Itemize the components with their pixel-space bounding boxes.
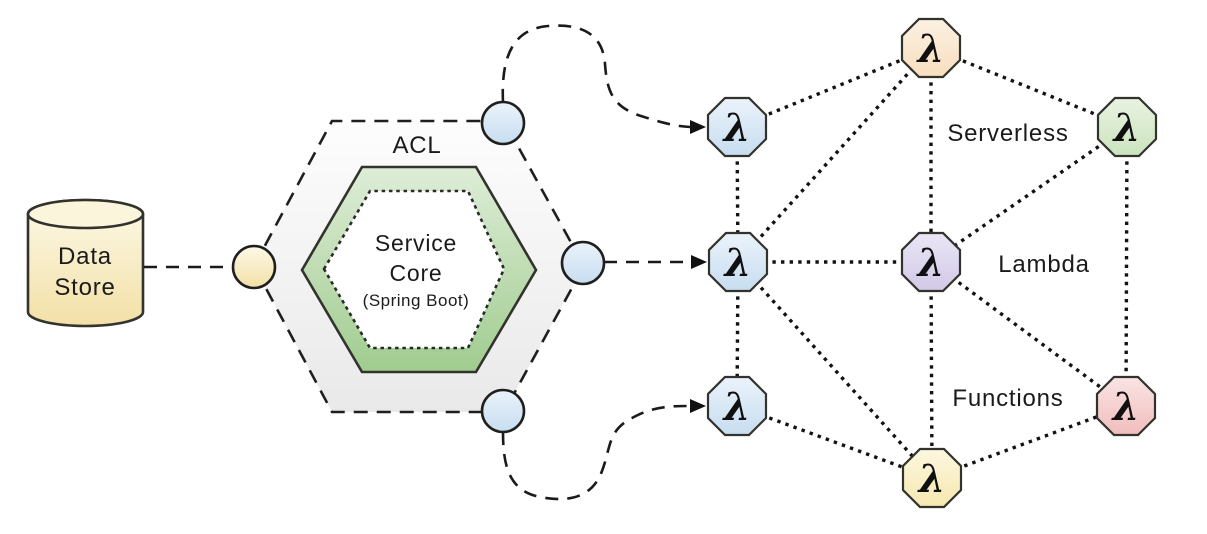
lambda-glyph-purple: λ — [916, 240, 945, 285]
spring-boot-label: (Spring Boot) — [363, 291, 470, 310]
lambda-node-blue-mid: λ — [707, 231, 769, 293]
lambda-octagon-yellow-icon — [901, 447, 963, 509]
lambda-node-purple: λ — [900, 231, 962, 293]
lambda-node-blue-bottom: λ — [706, 375, 768, 437]
label-functions: Functions — [952, 385, 1063, 412]
lambda-glyph-yellow: λ — [917, 456, 946, 501]
edge-orange-green — [930, 46, 1128, 129]
label-lambda: Lambda — [998, 251, 1090, 278]
edge-blue-mid-orange — [736, 46, 933, 264]
lambda-glyph-red: λ — [1111, 384, 1140, 429]
lambda-octagon-red-icon — [1095, 375, 1157, 437]
lambda-octagon-purple-icon — [900, 231, 962, 293]
lambda-octagon-blue-mid-icon — [707, 231, 769, 293]
acl-label: ACL — [392, 132, 441, 159]
lambda-octagon-green-icon — [1096, 96, 1158, 158]
lambda-octagon-blue-bottom-icon — [706, 375, 768, 437]
connector-top-port-to-lambda — [501, 24, 691, 129]
edge-yellow-red — [931, 404, 1127, 480]
lambda-glyph-blue-top: λ — [722, 105, 751, 150]
lambda-node-yellow: λ — [901, 447, 963, 509]
lambda-node-blue-top: λ — [706, 96, 768, 158]
port-bottom — [480, 388, 526, 434]
lambda-node-orange: λ — [900, 17, 962, 79]
database-cylinder-icon — [26, 198, 145, 328]
service-core-line2: Core — [389, 260, 442, 286]
arrowhead-bottom-icon — [690, 399, 706, 413]
lambda-node-green: λ — [1096, 96, 1158, 158]
connector-bottom-port-to-lambda — [501, 404, 690, 501]
lambda-glyph-green: λ — [1112, 105, 1141, 150]
edge-blue-bottom-yellow — [736, 404, 933, 480]
lambda-octagon-blue-top-icon — [706, 96, 768, 158]
port-datastore — [231, 244, 277, 290]
edge-blue-top-orange — [736, 46, 932, 129]
lambda-nodes: λ λ λ λ λ λ λ λ — [706, 17, 1158, 509]
edge-blue-mid-blue-bottom — [735, 261, 740, 407]
edge-green-red — [1124, 126, 1129, 407]
data-store-line1: Data — [58, 243, 112, 270]
label-serverless: Serverless — [947, 120, 1068, 147]
port-top — [480, 100, 526, 146]
lambda-octagon-orange-icon — [900, 17, 962, 79]
edge-purple-red — [929, 260, 1128, 408]
lambda-node-red: λ — [1095, 375, 1157, 437]
lambda-glyph-orange: λ — [916, 26, 945, 71]
arrowhead-middle-icon — [691, 255, 707, 269]
service-core-line1: Service — [375, 230, 457, 256]
arrowhead-top-icon — [690, 120, 706, 134]
port-right — [560, 240, 606, 286]
lambda-glyph-blue-bottom: λ — [722, 384, 751, 429]
cylinder-top — [26, 198, 145, 230]
edge-blue-mid-yellow — [736, 260, 934, 480]
service-core-hexagon — [322, 189, 506, 350]
edge-purple-yellow — [929, 261, 934, 479]
data-store-line2: Store — [54, 274, 115, 301]
acl-ports — [231, 100, 606, 434]
lambda-glyph-blue-mid: λ — [723, 240, 752, 285]
edge-green-purple — [930, 125, 1128, 264]
